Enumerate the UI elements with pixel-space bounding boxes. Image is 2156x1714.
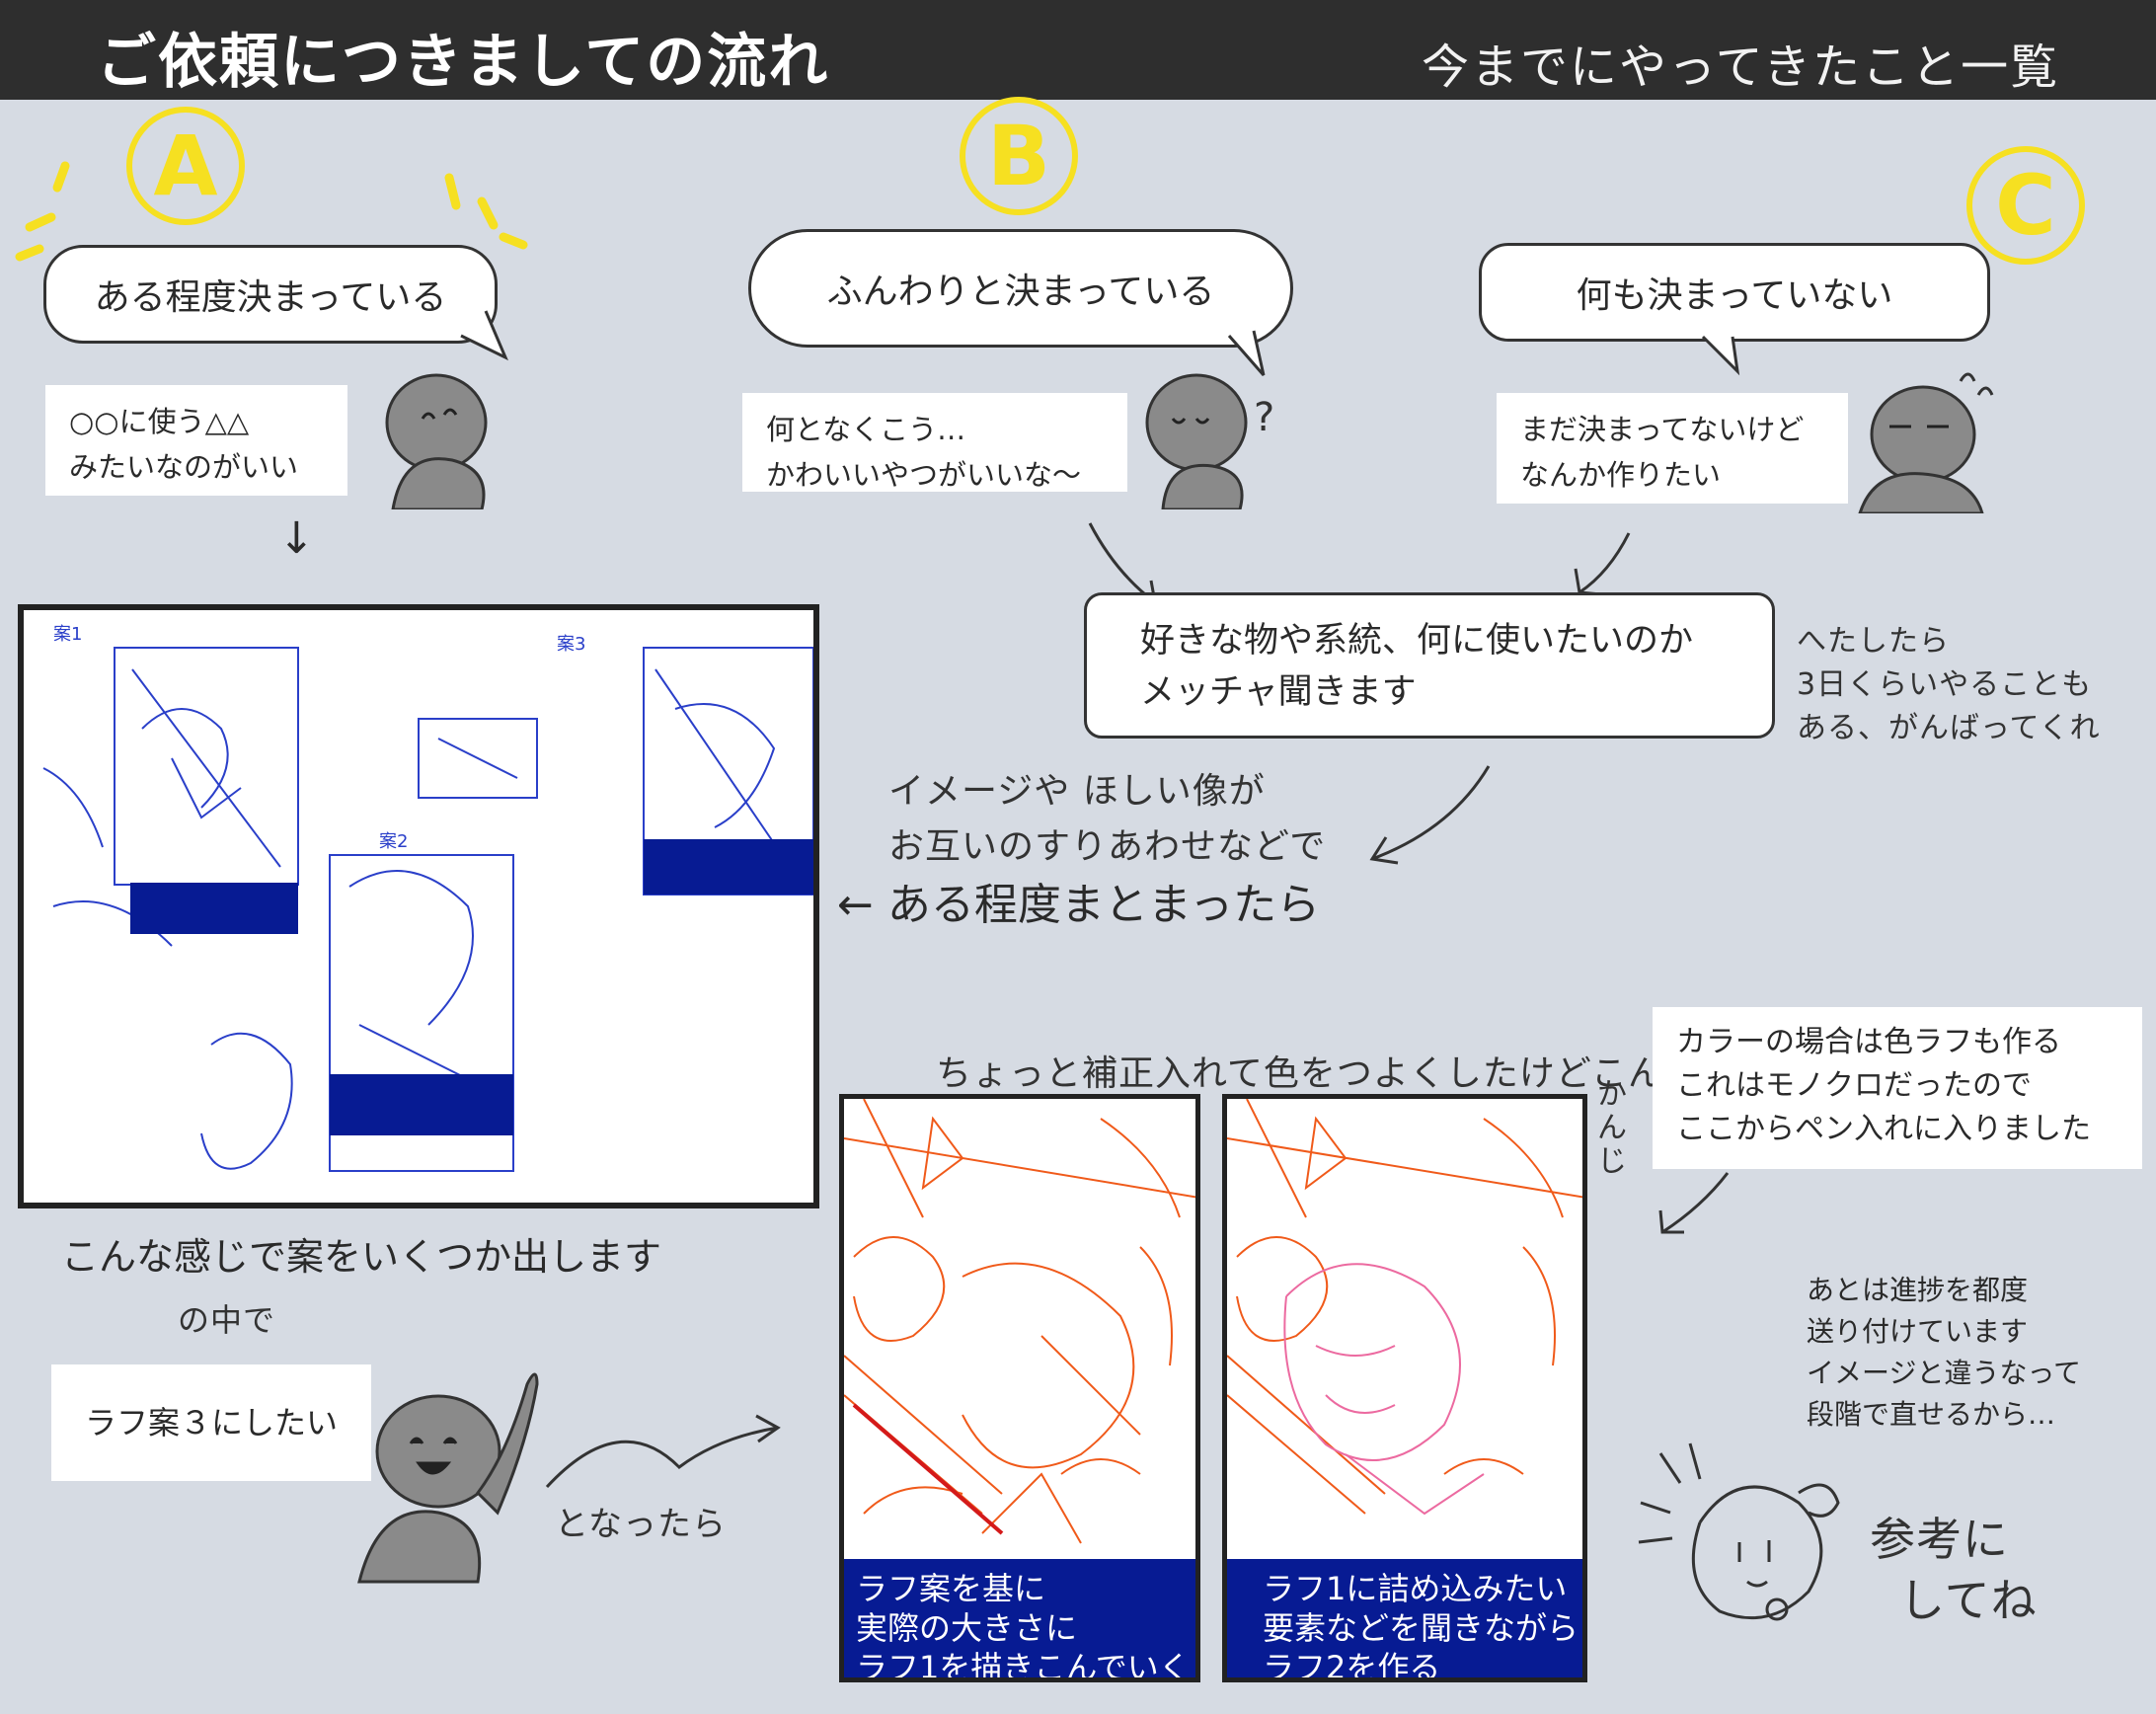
question-mark: ? [1254,395,1276,440]
color-note-line: カラーの場合は色ラフも作る [1676,1025,2061,1059]
curved-arrow-icon [1658,1172,1730,1234]
progress-line: あとは進捗を都度 [1807,1274,2029,1306]
hearing-line: 好きな物や系統、何に使いたいのか [1140,621,1694,661]
sparkle-decoration [15,161,528,262]
bubble-c: 何も決まっていない [1479,243,1990,342]
badge-a: A [126,107,245,225]
down-arrow-icon: ↓ [278,513,315,564]
curved-arrow-icon [1369,765,1491,865]
rough-sketch-blue: 案1 案2 案3 [42,624,813,1172]
correction-note-tail: かんじ [1597,1077,1628,1179]
note-b-line: 何となくこう… [766,413,966,446]
note-a: ○○に使う△△ みたいなのがいい [45,385,347,496]
svg-text:案1: 案1 [53,624,82,645]
side-note-line: へたしたら [1797,624,1950,659]
history-link[interactable]: 今までにやってきたこと一覧 [1422,39,2060,95]
reference-line: 参考に [1870,1513,2009,1566]
rough-panel-1: ラフ案を基に 実際の大きさに ラフ1を描きこんでいく [839,1094,1200,1682]
blank-figure-icon [1858,385,1984,513]
note-c: まだ決まってないけど なんか作りたい [1497,393,1848,504]
image-match-line: イメージや ほしい像が [888,771,1266,812]
color-note-line: ここからペン入れに入りました [1676,1112,2091,1146]
dreamy-figure-icon [1145,373,1248,509]
progress-line: イメージと違うなって [1807,1357,2082,1389]
note-b: 何となくこう… かわいいやつがいいな～ [742,393,1127,492]
note-a-line: みたいなのがいい [69,450,299,484]
badge-c: C [1966,146,2085,265]
bubble-a-tail [460,310,508,361]
header-bar [0,0,2156,100]
caption-line: ラフ2を作る [1263,1649,1441,1682]
side-note-line: ある、がんばってくれ [1797,711,2101,745]
image-match-note: イメージや ほしい像が お互いのすりあわせなどで [888,764,1326,875]
thinking-figure-icon [385,373,488,509]
hearing-line: メッチャ聞きます [1140,672,1417,712]
image-match-line: お互いのすりあわせなどで [888,826,1327,867]
rough-sketch-orange [844,1099,1195,1544]
raising-hand-figure-icon [357,1372,539,1584]
reference-note: 参考に してね [1870,1509,2038,1631]
note-c-line: まだ決まってないけど [1520,413,1805,446]
page-title: ご依頼につきましての流れ [97,28,830,97]
bubble-b-tail [1227,330,1266,376]
color-note-line: これはモノクロだったので [1676,1068,2032,1103]
caption-line: ラフ案を基に [856,1570,1046,1607]
summary-arrow-text: ← ある程度まとまったら [837,880,1321,930]
choice-note: ラフ案３にしたい [51,1364,371,1481]
color-note: カラーの場合は色ラフも作る これはモノクロだったので ここからペン入れに入りまし… [1653,1007,2142,1169]
caption-line: ラフ1を描きこんでいく [856,1649,1191,1682]
hearing-side-note: へたしたら 3日くらいやることも ある、がんばってくれ [1797,620,2101,750]
curved-arrow-icon [545,1414,781,1489]
rough-sheet-image: 案1 案2 案3 [18,604,819,1208]
among-note: の中で [178,1301,276,1339]
svg-text:案3: 案3 [557,634,585,655]
progress-line: 送り付けています [1807,1315,2029,1348]
badge-b: B [960,97,1078,215]
side-note-line: 3日くらいやることも [1797,667,2093,702]
caption-line: 要素などを聞きながら [1263,1609,1579,1647]
cheering-face-icon [1638,1442,1840,1621]
rough-sketch-orange [1227,1099,1582,1516]
note-a-line: ○○に使う△△ [69,405,250,438]
bubble-b: ふんわりと決まっている [748,229,1293,348]
bubble-a: ある程度決まっている [43,245,498,344]
rough-panel-2: ラフ1に詰め込みたい 要素などを聞きながら ラフ2を作る [1222,1094,1587,1682]
note-c-line: なんか作りたい [1520,458,1722,492]
svg-text:案2: 案2 [379,831,408,852]
reference-line: してね [1899,1574,2038,1627]
panel-2-caption: ラフ1に詰め込みたい 要素などを聞きながら ラフ2を作る [1227,1559,1582,1677]
caption-line: 実際の大きさに [856,1609,1078,1647]
worry-mark-icon [1959,372,1994,396]
bubble-c-tail [1701,335,1740,376]
then-note: となったら [555,1505,727,1544]
hearing-box: 好きな物や系統、何に使いたいのか メッチャ聞きます [1084,592,1775,739]
caption-line: ラフ1に詰め込みたい [1263,1570,1568,1607]
progress-line: 段階で直せるから… [1807,1398,2056,1431]
progress-note: あとは進捗を都度 送り付けています イメージと違うなって 段階で直せるから… [1807,1270,2081,1436]
correction-note: ちょっと補正入れて色をつよくしたけどこんな [936,1053,1701,1094]
panel-1-caption: ラフ案を基に 実際の大きさに ラフ1を描きこんでいく [844,1559,1195,1677]
rough-sheet-caption: こんな感じで案をいくつか出します [61,1235,662,1279]
note-b-line: かわいいやつがいいな～ [766,458,1082,492]
